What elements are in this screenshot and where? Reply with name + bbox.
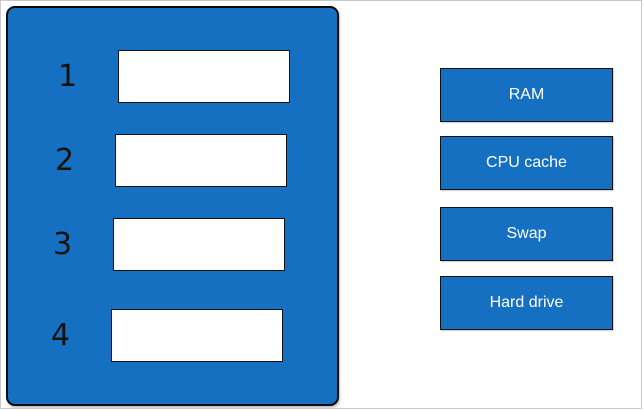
- memory-item-swap[interactable]: Swap: [440, 207, 613, 261]
- memory-item-cpu-cache[interactable]: CPU cache: [440, 136, 613, 190]
- slot-row-4: 4: [51, 308, 283, 363]
- slot-number: 1: [58, 59, 78, 94]
- slot-number: 4: [51, 318, 71, 353]
- drop-slot-1[interactable]: [118, 50, 290, 103]
- drop-slot-3[interactable]: [113, 218, 285, 271]
- drop-slot-4[interactable]: [111, 309, 283, 362]
- slot-number: 3: [53, 227, 73, 262]
- drop-slot-2[interactable]: [115, 134, 287, 187]
- slot-row-3: 3: [53, 217, 285, 272]
- memory-item-ram[interactable]: RAM: [440, 68, 613, 122]
- slot-row-1: 1: [58, 49, 290, 104]
- slot-number: 2: [55, 143, 75, 178]
- memory-item-hard-drive[interactable]: Hard drive: [440, 276, 613, 330]
- ranking-panel: 1 2 3 4: [6, 6, 339, 406]
- slot-row-2: 2: [55, 133, 287, 188]
